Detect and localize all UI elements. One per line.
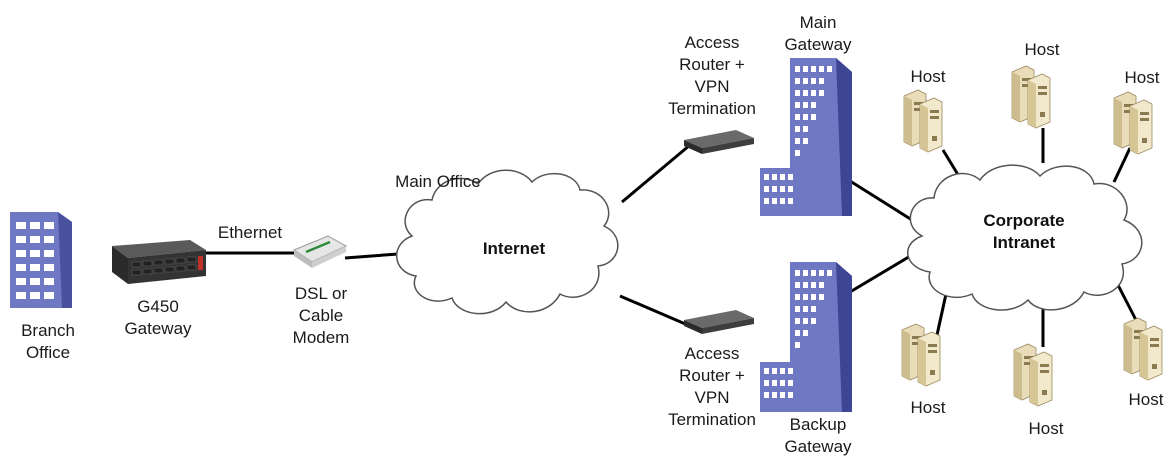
access-router-bottom-icon <box>684 310 754 334</box>
host-top-left-label: Host <box>910 67 946 86</box>
modem-internet-link <box>344 252 399 260</box>
host-bottom-mid-label: Host <box>1028 419 1064 438</box>
host-top-mid-icon <box>1011 65 1051 129</box>
host-bottom-left-label: Host <box>910 398 946 417</box>
backup-gateway-intranet-link <box>849 253 913 294</box>
intranet-cloud <box>906 164 1143 311</box>
main-gateway-building-icon <box>760 58 852 216</box>
g450-gateway-icon <box>112 240 206 284</box>
access-router-top-icon <box>684 130 754 154</box>
host-tr-link <box>1112 147 1132 183</box>
branch-office-building-icon <box>10 212 72 308</box>
main-gateway-label: Main Gateway <box>784 13 852 54</box>
internet-label: Internet <box>482 239 546 258</box>
host-bottom-right-icon <box>1123 317 1163 381</box>
main-gateway-intranet-link <box>849 179 913 222</box>
internet-cloud <box>395 169 619 315</box>
main-office-label: Main Office <box>395 172 481 191</box>
ethernet-label: Ethernet <box>217 223 283 242</box>
host-bottom-left-icon <box>901 323 941 387</box>
host-top-right-label: Host <box>1124 68 1160 87</box>
host-top-left-icon <box>903 89 943 153</box>
router-bottom-label: Access Router + VPN Termination <box>668 344 756 429</box>
host-bottom-mid-icon <box>1013 343 1053 407</box>
backup-gateway-building-icon <box>760 262 852 412</box>
router-top-label: Access Router + VPN Termination <box>668 33 756 118</box>
g450-gateway-label: G450 Gateway <box>124 297 192 338</box>
branch-office-label: Branch Office <box>21 321 75 362</box>
corporate-intranet-label: Corporate Intranet <box>983 211 1065 252</box>
backup-gateway-label: Backup Gateway <box>784 415 852 456</box>
host-top-mid-label: Host <box>1024 40 1060 59</box>
dsl-modem-icon <box>292 235 348 268</box>
host-top-right-icon <box>1113 91 1153 155</box>
internet-router-bottom-link <box>619 294 691 328</box>
host-bottom-right-label: Host <box>1128 390 1164 409</box>
dsl-modem-label: DSL or Cable Modem <box>292 284 350 347</box>
internet-router-top-link <box>621 143 691 204</box>
host-br-link <box>1116 284 1139 323</box>
